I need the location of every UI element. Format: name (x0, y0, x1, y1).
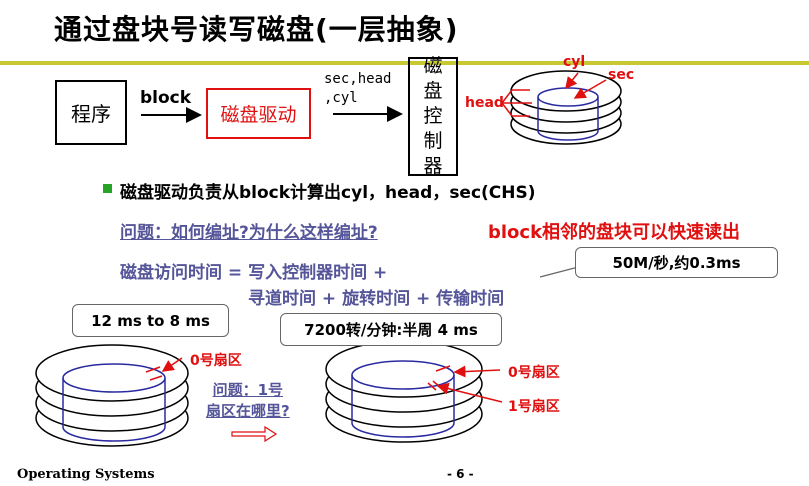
sec-head-cyl-label: sec,head ,cyl (324, 71, 392, 106)
bullet-icon (103, 184, 112, 193)
outline-arrow (231, 425, 278, 443)
program-box: 程序 (55, 80, 127, 145)
controller-char: 制 (423, 130, 443, 152)
page-title: 通过盘块号读写磁盘(一层抽象) (54, 13, 459, 46)
bullet-text: 磁盘驱动负责从block计算出cyl，head，sec(CHS) (120, 183, 536, 203)
sector-marks-right (427, 365, 503, 403)
block-label: block (140, 88, 192, 108)
callout-transfer: 50M/秒,约0.3ms (575, 247, 778, 278)
right-sector1-label: 1号扇区 (508, 399, 560, 415)
question-text: 问题：如何编址?为什么这样编址? (120, 223, 378, 243)
disk-stack-left (35, 344, 189, 447)
formula-line-2: 寻道时间 + 旋转时间 + 传输时间 (248, 289, 505, 309)
callout-seek: 12 ms to 8 ms (72, 304, 229, 337)
footer-page-number: - 6 - (447, 467, 474, 481)
controller-char: 磁 (423, 55, 443, 77)
controller-box: 磁 盘 控 制 器 (408, 55, 458, 177)
sec-label: sec (608, 67, 635, 83)
disk-stack-top (510, 70, 622, 145)
head-pointers (501, 72, 607, 117)
footer-course: Operating Systems (17, 467, 155, 482)
sector-question: 问题：1号 扇区在哪里? (206, 380, 290, 422)
left-sector0-label: 0号扇区 (190, 353, 242, 369)
cylinder-left (62, 363, 166, 442)
sector-marks-left (145, 357, 183, 381)
head-label: head (465, 95, 504, 111)
cyl-label: cyl (563, 54, 586, 70)
controller-char: 盘 (423, 80, 443, 102)
controller-char: 器 (423, 155, 443, 177)
driver-label: 磁盘驱动 (220, 104, 297, 126)
sector-question-line1: 问题：1号 (212, 381, 284, 399)
right-sector0-label: 0号扇区 (508, 365, 560, 381)
title-rule (0, 61, 809, 65)
program-label: 程序 (71, 102, 111, 126)
answer-text: block相邻的盘块可以快速读出 (488, 222, 741, 243)
controller-char: 控 (423, 105, 443, 127)
formula-line-1: 磁盘访问时间 = 写入控制器时间 + (120, 263, 388, 283)
driver-box: 磁盘驱动 (206, 88, 311, 139)
sector-question-line2: 扇区在哪里? (206, 402, 290, 420)
callout-rotation: 7200转/分钟:半周 4 ms (280, 313, 502, 346)
